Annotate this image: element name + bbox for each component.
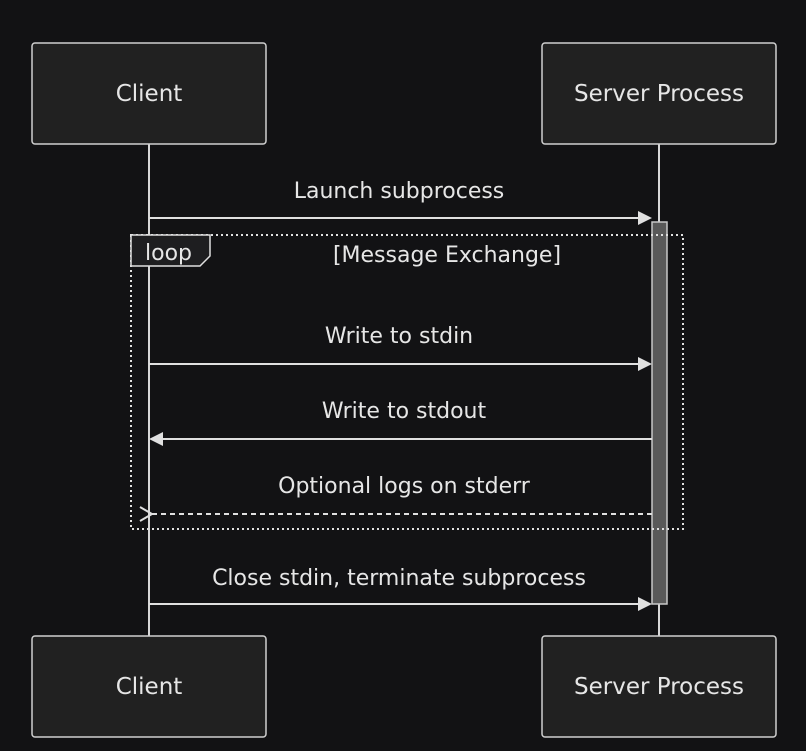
message-write-stdin-label: Write to stdin <box>325 324 473 349</box>
participant-client-top-label: Client <box>116 81 183 107</box>
loop-frame: loop [Message Exchange] <box>130 234 684 530</box>
loop-condition: [Message Exchange] <box>333 243 561 268</box>
activation-bar <box>651 221 668 605</box>
message-close-stdin-label: Close stdin, terminate subprocess <box>212 566 586 591</box>
message-launch-subprocess-label: Launch subprocess <box>294 179 505 204</box>
participant-server-top-label: Server Process <box>574 81 744 107</box>
participant-client-bottom-label: Client <box>116 674 183 700</box>
loop-keyword: loop <box>145 241 192 266</box>
participant-server-bottom: Server Process <box>541 635 777 738</box>
participant-client-bottom: Client <box>31 635 267 738</box>
message-write-stdout-label: Write to stdout <box>322 399 487 424</box>
participant-server-top: Server Process <box>541 42 777 145</box>
message-stderr-logs-label: Optional logs on stderr <box>278 474 531 499</box>
participant-server-bottom-label: Server Process <box>574 674 744 700</box>
participant-client-top: Client <box>31 42 267 145</box>
